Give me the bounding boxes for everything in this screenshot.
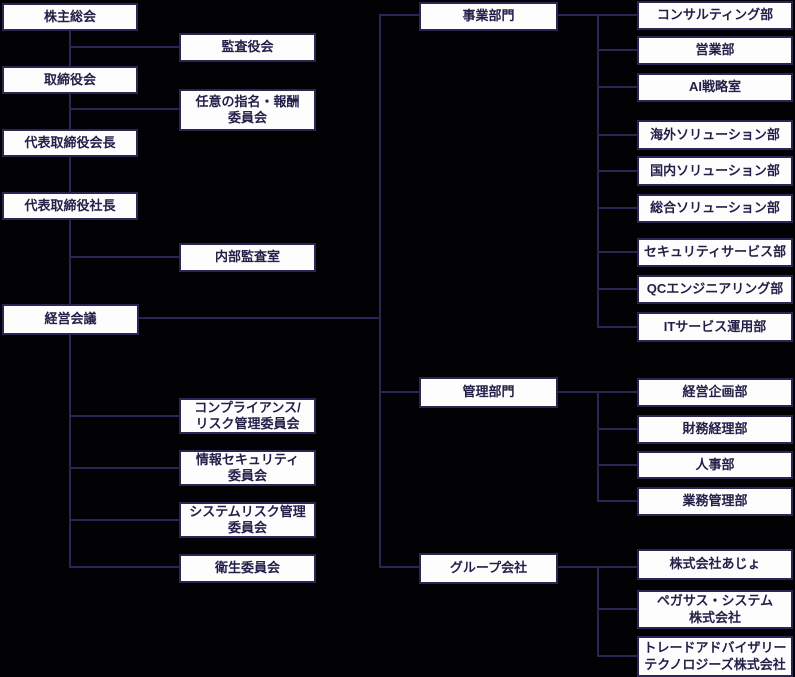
line-business-stub bbox=[556, 14, 599, 16]
line-branch-security-service bbox=[597, 251, 637, 253]
line-branch-audit-board bbox=[69, 46, 179, 48]
line-group-spine bbox=[597, 566, 599, 657]
line-branch-qc-engineering bbox=[597, 288, 637, 290]
node-representative-president: 代表取締役社長 bbox=[2, 192, 138, 220]
node-qc-engineering-dept: QCエンジニアリング部 bbox=[637, 275, 793, 304]
node-group-companies: グループ会社 bbox=[419, 553, 558, 584]
line-branch-infosec bbox=[69, 467, 179, 469]
line-governance-spine bbox=[69, 31, 71, 568]
line-branch-admin-division bbox=[379, 391, 419, 393]
node-safety-committee: 衛生委員会 bbox=[179, 554, 316, 583]
line-branch-group-division bbox=[379, 566, 419, 568]
node-shareholders-meeting: 株主総会 bbox=[2, 3, 138, 31]
line-branch-business-division bbox=[379, 14, 419, 16]
node-infosec-committee: 情報セキュリティ 委員会 bbox=[179, 450, 316, 486]
line-group-stub bbox=[556, 566, 599, 568]
node-nomination-compensation-committee: 任意の指名・報酬 委員会 bbox=[179, 89, 316, 131]
line-council-to-divisions bbox=[138, 317, 381, 319]
line-branch-nomination bbox=[69, 108, 179, 110]
node-security-service-dept: セキュリティサービス部 bbox=[637, 238, 793, 267]
node-domestic-solution-dept: 国内ソリューション部 bbox=[637, 156, 793, 186]
node-board-of-directors: 取締役会 bbox=[2, 66, 138, 94]
line-branch-ai-strategy bbox=[597, 86, 637, 88]
node-ajo-inc: 株式会社あじょ bbox=[637, 549, 793, 580]
node-business-division: 事業部門 bbox=[419, 2, 558, 31]
node-ai-strategy-office: AI戦略室 bbox=[637, 73, 793, 102]
node-trade-advisory-technologies-inc: トレードアドバイザリー テクノロジーズ株式会社 bbox=[637, 636, 793, 677]
node-corporate-planning-dept: 経営企画部 bbox=[637, 378, 793, 407]
node-it-service-operation-dept: ITサービス運用部 bbox=[637, 312, 793, 342]
line-admin-spine bbox=[597, 391, 599, 502]
line-branch-pegasus bbox=[597, 608, 637, 610]
line-branch-internal-audit bbox=[69, 256, 179, 258]
node-consulting-dept: コンサルティング部 bbox=[637, 1, 793, 30]
node-overseas-solution-dept: 海外ソリューション部 bbox=[637, 120, 793, 150]
line-admin-stub bbox=[556, 391, 599, 393]
line-branch-safety bbox=[69, 566, 179, 568]
node-pegasus-system-inc: ペガサス・システム 株式会社 bbox=[637, 590, 793, 629]
line-branch-trade-advisory bbox=[597, 655, 637, 657]
node-sales-dept: 営業部 bbox=[637, 36, 793, 65]
node-internal-audit-office: 内部監査室 bbox=[179, 243, 316, 272]
line-branch-hr bbox=[597, 464, 637, 466]
node-business-administration-dept: 業務管理部 bbox=[637, 487, 793, 516]
node-compliance-risk-committee: コンプライアンス/ リスク管理委員会 bbox=[179, 398, 316, 434]
line-branch-sysrisk bbox=[69, 519, 179, 521]
node-representative-chairman: 代表取締役会長 bbox=[2, 129, 138, 157]
node-general-solution-dept: 総合ソリューション部 bbox=[637, 194, 793, 223]
node-management-council: 経営会議 bbox=[2, 304, 139, 335]
line-branch-corporate-planning bbox=[597, 391, 637, 393]
node-system-risk-committee: システムリスク管理 委員会 bbox=[179, 502, 316, 538]
node-audit-board: 監査役会 bbox=[179, 33, 316, 62]
line-branch-general-solution bbox=[597, 207, 637, 209]
line-branch-consulting bbox=[597, 14, 637, 16]
line-branch-domestic-solution bbox=[597, 170, 637, 172]
node-admin-division: 管理部門 bbox=[419, 377, 558, 408]
line-branch-compliance bbox=[69, 415, 179, 417]
line-branch-ajo bbox=[597, 566, 637, 568]
line-branch-finance-accounting bbox=[597, 428, 637, 430]
line-divisions-spine bbox=[379, 14, 381, 568]
line-branch-overseas-solution bbox=[597, 134, 637, 136]
line-branch-business-administration bbox=[597, 500, 637, 502]
node-hr-dept: 人事部 bbox=[637, 451, 793, 479]
node-finance-accounting-dept: 財務経理部 bbox=[637, 415, 793, 444]
line-branch-sales bbox=[597, 49, 637, 51]
line-branch-it-service bbox=[597, 326, 637, 328]
